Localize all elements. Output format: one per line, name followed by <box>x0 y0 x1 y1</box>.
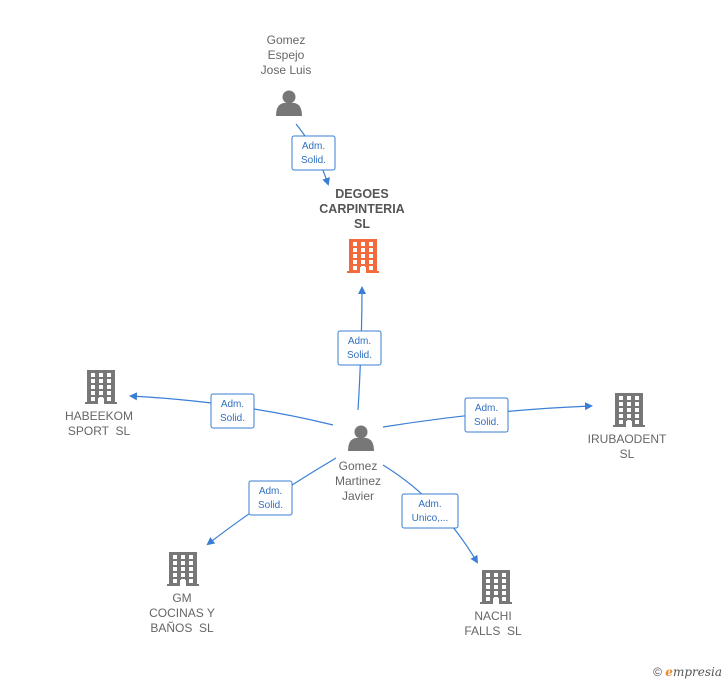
edge-label-box <box>464 397 509 433</box>
building-icon <box>167 552 199 586</box>
edge-label-box <box>401 493 459 529</box>
building-icon <box>85 370 117 404</box>
person-icon <box>348 425 374 451</box>
node-label: BAÑOS SL <box>150 621 214 635</box>
node-label: DEGOES <box>335 187 389 201</box>
node-label: Javier <box>342 489 374 503</box>
node-label: SL <box>354 217 370 231</box>
node-label: IRUBAODENT <box>588 432 667 446</box>
edge-label-text: Adm. <box>221 399 244 410</box>
edge-label-box <box>248 480 293 516</box>
edge-label-text: Adm. <box>475 403 498 414</box>
edge-label-box <box>337 330 382 366</box>
edge-label-text: Adm. <box>418 499 441 510</box>
building-icon <box>347 239 379 273</box>
node-label: Martinez <box>335 474 381 488</box>
edge-label-text: Solid. <box>347 350 372 361</box>
node-label: SPORT SL <box>68 424 131 438</box>
node-label: Jose Luis <box>261 63 312 77</box>
building-icon <box>613 393 645 427</box>
edge-gomez-martinez-to-habeekom: Adm. Solid. <box>129 392 334 429</box>
edge-label-text: Adm. <box>302 141 325 152</box>
node-label: NACHI <box>474 609 511 623</box>
edge-gomez-espejo-to-degoes: Adm. Solid. <box>291 123 336 186</box>
node-label: HABEEKOM <box>65 409 133 423</box>
edge-gomez-martinez-to-irubaodent: Adm. Solid. <box>382 397 593 433</box>
edge-label-text: Solid. <box>474 417 499 428</box>
edge-gomez-martinez-to-gm-cocinas: Adm. Solid. <box>206 457 337 546</box>
node-label: Gomez <box>339 459 378 473</box>
node-label: SL <box>620 447 635 461</box>
edge-label-text: Solid. <box>220 413 245 424</box>
building-icon <box>480 570 512 604</box>
copyright-symbol: © <box>653 665 662 679</box>
node-label: CARPINTERIA <box>319 202 404 216</box>
node-label: Gomez <box>267 33 306 47</box>
footer-brand: © empresia <box>653 665 722 679</box>
node-label: GM <box>172 591 191 605</box>
node-label: Espejo <box>268 48 305 62</box>
person-icon <box>276 90 302 116</box>
edge-label-text: Adm. <box>348 336 371 347</box>
edge-label-text: Solid. <box>301 155 326 166</box>
node-label: FALLS SL <box>464 624 522 638</box>
edge-label-box <box>291 135 336 171</box>
edge-label-text: Solid. <box>258 500 283 511</box>
edge-gomez-martinez-to-degoes: Adm. Solid. <box>337 286 382 411</box>
edge-label-text: Adm. <box>259 486 282 497</box>
edge-gomez-martinez-to-nachi: Adm. Unico,... <box>382 464 479 564</box>
edge-label-text: Unico,... <box>412 513 449 524</box>
node-label: COCINAS Y <box>149 606 215 620</box>
brand-logo: empresia <box>665 665 722 679</box>
edge-label-box <box>210 393 255 429</box>
